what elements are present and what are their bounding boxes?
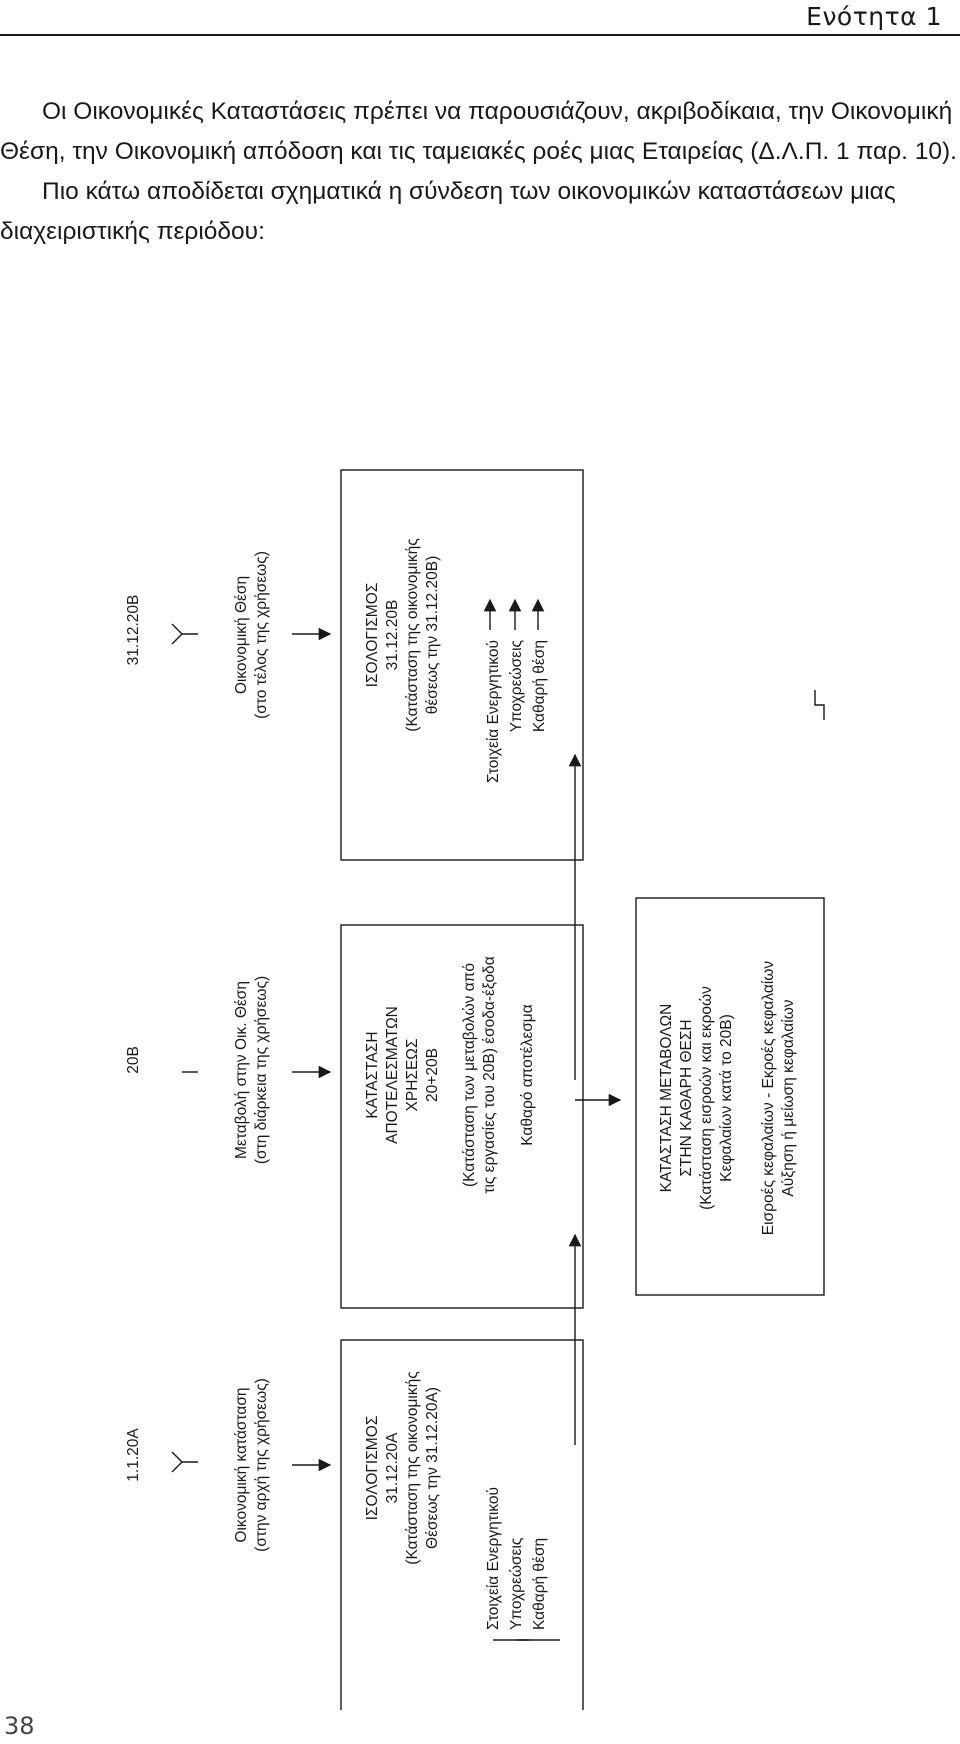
period-end: 31.12.20Β [125,595,142,666]
income-title-3: ΧΡΗΣΕΩΣ [404,1039,421,1112]
closing-item-1: Στοιχεία Ενεργητικού [485,640,502,783]
desc-during-2: (στη διάρκεια της χρήσεως) [253,976,270,1164]
box-closing-balance-sheet [340,469,584,861]
financial-statements-diagram: 1.1.20Α 20Β 31.12.20Β Οικονομική κατάστα… [125,469,825,1710]
closing-desc-1: (Κατάσταση της οικονομικής [404,538,421,731]
intro-text: Οι Οικονομικές Καταστάσεις πρέπει να παρ… [0,92,960,252]
equity-title-1: ΚΑΤΑΣΤΑΣΗ ΜΕΤΑΒΟΛΩΝ [658,1004,675,1193]
desc-start-2: (στην αρχή της χρήσεως) [253,1378,270,1552]
income-title-2: ΑΠΟΤΕΛΕΣΜΑΤΩΝ [384,1006,401,1144]
header-divider [0,34,960,36]
opening-item-3: Καθαρή θέση [531,1538,548,1630]
income-result: Καθαρό αποτέλεσμα [519,1004,536,1145]
bracket-start [171,1451,198,1473]
desc-end-2: (στο τέλος της χρήσεως) [253,551,270,719]
box-income-statement [340,924,584,1309]
intro-paragraph-2: Πιο κάτω αποδίδεται σχηματικά η σύνδεση … [0,178,896,245]
opening-date: 31.12.20Α [384,1432,401,1503]
equity-desc-2: Κεφαλαίων κατά το 20Β) [718,1014,735,1182]
closing-item-2: Υποχρεώσεις [508,640,525,732]
closing-date: 31.12.20Β [384,600,401,671]
opening-desc-1: (Κατάσταση της οικονομικής [404,1371,421,1564]
closing-title: ΙΣΟΛΟΓΙΣΜΟΣ [364,583,381,688]
connector-equity-to-closing [814,690,825,720]
closing-item-3: Καθαρή θέση [531,640,548,732]
bracket-end [171,623,198,645]
equity-change: Αύξηση ή μείωση κεφαλαίων [780,999,797,1196]
income-desc-2: τις εργασίες του 20Β) έσοδα-έξοδα [481,956,498,1193]
desc-start-1: Οικονομική κατάσταση [233,1387,250,1542]
section-title: Ενότητα 1 [806,2,942,31]
equity-title-2: ΣΤΗΝ ΚΑΘΑΡΗ ΘΕΣΗ [678,1019,695,1176]
equity-desc-1: (Κατάσταση εισροών και εκροών [698,986,715,1210]
opening-item-2: Υποχρεώσεις [508,1538,525,1630]
income-title-1: ΚΑΤΑΣΤΑΣΗ [364,1031,381,1118]
box-opening-balance-sheet [340,1339,584,1710]
intro-paragraph-1: Οι Οικονομικές Καταστάσεις πρέπει να παρ… [0,98,957,165]
desc-during-1: Μεταβολή στην Οικ. Θέση [233,981,250,1159]
period-start: 1.1.20Α [125,1428,142,1482]
opening-item-1: Στοιχεία Ενεργητικού [485,1487,502,1630]
equity-flows: Εισροές κεφαλαίων - Εκροές κεφαλαίων [760,961,777,1236]
opening-title: ΙΣΟΛΟΓΙΣΜΟΣ [364,1416,381,1521]
opening-desc-2: Θέσεως την 31.12.20Α) [424,1387,441,1549]
income-period: 20+20Β [424,1048,441,1102]
desc-end-1: Οικονομική Θέση [233,576,250,694]
income-desc-1: (Κατάσταση των μεταβολών από [461,963,478,1187]
closing-desc-2: θέσεως την 31.12.20Β) [424,556,441,715]
period-during: 20Β [125,1046,142,1074]
box-equity-changes [635,897,825,1296]
page-number: 38 [4,1712,35,1740]
